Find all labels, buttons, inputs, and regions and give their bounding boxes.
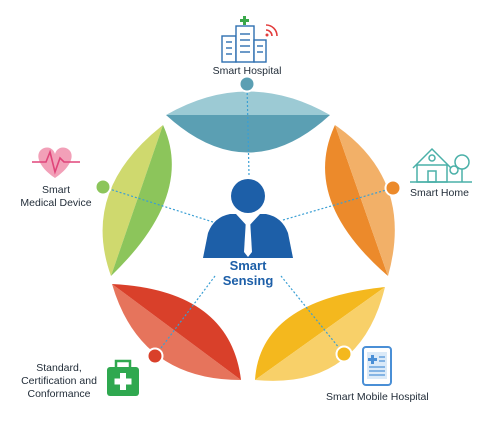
label-line: Medical Device [20, 197, 92, 209]
label-smart-home: Smart Home [410, 187, 469, 199]
center-label-line2: Sensing [222, 273, 274, 288]
label-line: Conformance [27, 388, 91, 400]
petal-smart-home [325, 125, 395, 276]
petal-smart-mobile-hospital [255, 287, 385, 381]
wifi-signal-icon [265, 24, 278, 37]
label-smart-medical-device: Smart Medical Device [8, 184, 104, 210]
label-line: Smart [41, 184, 70, 196]
medical-cross-icon [240, 16, 249, 25]
heart-pulse-icon [32, 147, 80, 178]
hospital-building-icon [221, 25, 267, 63]
petal-standard-certification [112, 284, 241, 380]
label-smart-hospital: Smart Hospital [212, 65, 282, 77]
connectors [102, 83, 394, 357]
first-aid-kit-icon [107, 359, 139, 396]
label-line: Standard, [36, 362, 82, 374]
house-icon [410, 147, 472, 183]
label-smart-mobile-hospital: Smart Mobile Hospital [326, 391, 429, 403]
businessman-icon [203, 179, 293, 258]
label-line: Certification and [21, 375, 97, 387]
petal-smart-medical-device [102, 125, 172, 276]
label-standard-certification: Standard, Certification and Conformance [12, 362, 106, 401]
center-label: Smart Sensing [198, 258, 298, 288]
tablet-icon [362, 346, 392, 386]
center-label-line1: Smart [229, 258, 267, 273]
node-dots [94, 75, 402, 365]
